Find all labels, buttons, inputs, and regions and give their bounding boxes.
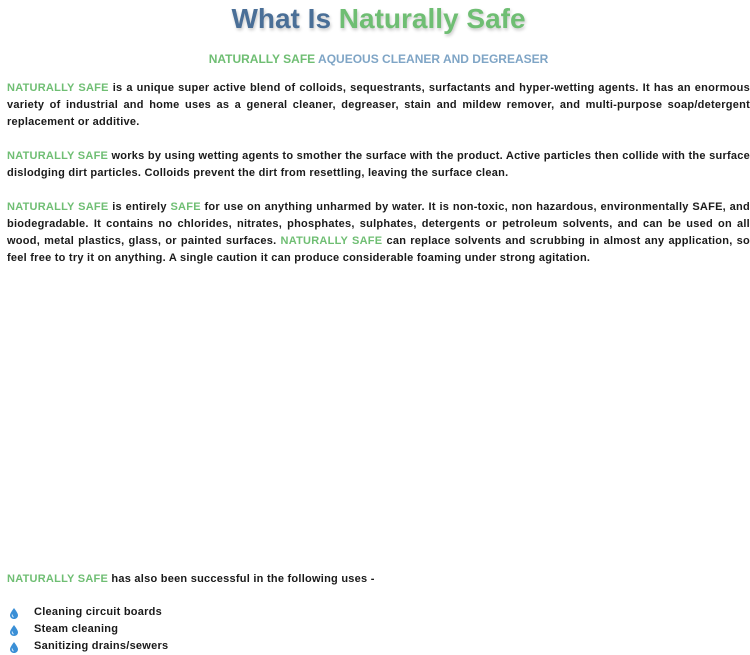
- intro-text: is a unique super active blend of colloi…: [7, 82, 750, 128]
- list-item: Steam cleaning: [7, 621, 707, 638]
- subtitle-description: AQUEOUS CLEANER AND DEGREASER: [318, 52, 549, 66]
- brand-name: NATURALLY SAFE: [7, 201, 109, 213]
- page-title: What Is Naturally Safe: [0, 2, 750, 36]
- water-drop-icon: [10, 625, 18, 636]
- how-it-works-paragraph: NATURALLY SAFE works by using wetting ag…: [7, 148, 750, 182]
- uses-intro-text: has also been successful in the followin…: [108, 573, 375, 585]
- brand-name: NATURALLY SAFE: [7, 150, 109, 162]
- page-subtitle: NATURALLY SAFE AQUEOUS CLEANER AND DEGRE…: [0, 52, 750, 67]
- list-item: Sanitizing drains/sewers: [7, 638, 707, 655]
- safety-text-2: for use on anything unharmed by water. I…: [7, 201, 750, 247]
- list-item: Cleaning circuit boards: [7, 604, 707, 621]
- use-label: Cleaning circuit boards: [34, 606, 162, 618]
- safe-word: SAFE: [170, 201, 201, 213]
- brand-name: NATURALLY SAFE: [280, 235, 383, 247]
- how-it-works-text: works by using wetting agents to smother…: [7, 150, 750, 179]
- safety-text-1: is entirely: [108, 201, 171, 213]
- use-label: Sanitizing drains/sewers: [34, 640, 169, 652]
- uses-list: Cleaning circuit boards Steam cleaning S…: [7, 604, 707, 655]
- brand-name: NATURALLY SAFE: [7, 573, 109, 585]
- page-title-part1: What Is: [231, 3, 332, 34]
- subtitle-brand: NATURALLY SAFE: [208, 52, 316, 66]
- water-drop-icon: [10, 608, 18, 619]
- water-drop-icon: [10, 642, 18, 653]
- safety-text-3: can replace solvents and scrubbing in al…: [7, 235, 750, 264]
- intro-paragraph: NATURALLY SAFE is a unique super active …: [7, 80, 750, 131]
- safety-paragraph: NATURALLY SAFE is entirely SAFE for use …: [7, 199, 750, 267]
- use-label: Steam cleaning: [34, 623, 119, 635]
- brand-name: NATURALLY SAFE: [7, 82, 109, 94]
- page-title-part2: Naturally Safe: [338, 3, 526, 34]
- uses-intro-paragraph: NATURALLY SAFE has also been successful …: [7, 571, 750, 588]
